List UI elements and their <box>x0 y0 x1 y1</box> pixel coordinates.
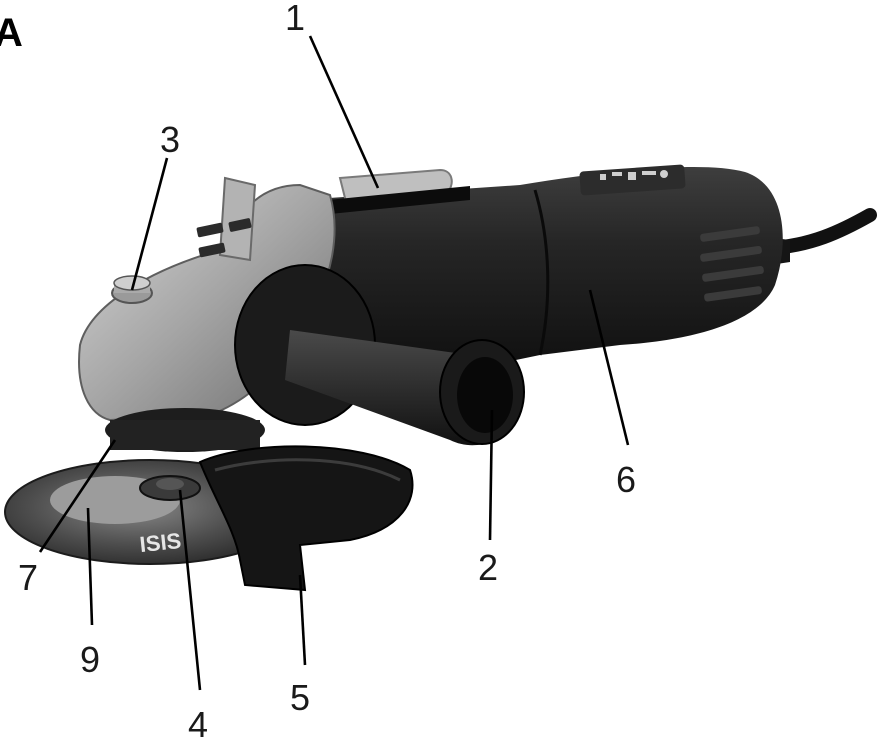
leader-line-2 <box>488 409 494 541</box>
leader-lines <box>38 35 630 691</box>
callout-7: 7 <box>18 557 38 598</box>
callout-6: 6 <box>616 459 636 500</box>
leader-line-3 <box>130 157 169 291</box>
ventilation-slots <box>700 226 764 302</box>
side-handle-opening <box>457 357 513 433</box>
motor-housing <box>300 167 783 380</box>
leader-line-6 <box>588 289 630 446</box>
flange-body <box>110 420 260 450</box>
figure-letter: A <box>0 11 23 55</box>
disc-printed-mark: ISIS <box>138 528 182 557</box>
callout-3: 3 <box>160 119 180 160</box>
grinder-illustration: ISIS <box>4 164 877 592</box>
leader-line-4 <box>178 489 202 691</box>
leader-line-9 <box>86 507 94 626</box>
callout-labels: 1 2 3 4 5 6 7 9 <box>18 0 636 745</box>
guard-rim-highlight <box>214 458 401 482</box>
callout-4: 4 <box>188 704 208 745</box>
gear-head-vents <box>196 218 252 258</box>
callout-2: 2 <box>478 547 498 588</box>
rating-label-marks <box>600 170 668 180</box>
wheel-guard <box>198 445 414 592</box>
callout-9: 9 <box>80 639 100 680</box>
leader-line-5 <box>298 574 307 666</box>
leader-line-7 <box>38 439 117 553</box>
leader-line-1 <box>308 35 380 189</box>
callout-1: 1 <box>285 0 305 38</box>
spindle-nut-center <box>156 478 184 490</box>
housing-seam <box>533 189 550 356</box>
callout-5: 5 <box>290 677 310 718</box>
switch-slot <box>328 186 470 214</box>
